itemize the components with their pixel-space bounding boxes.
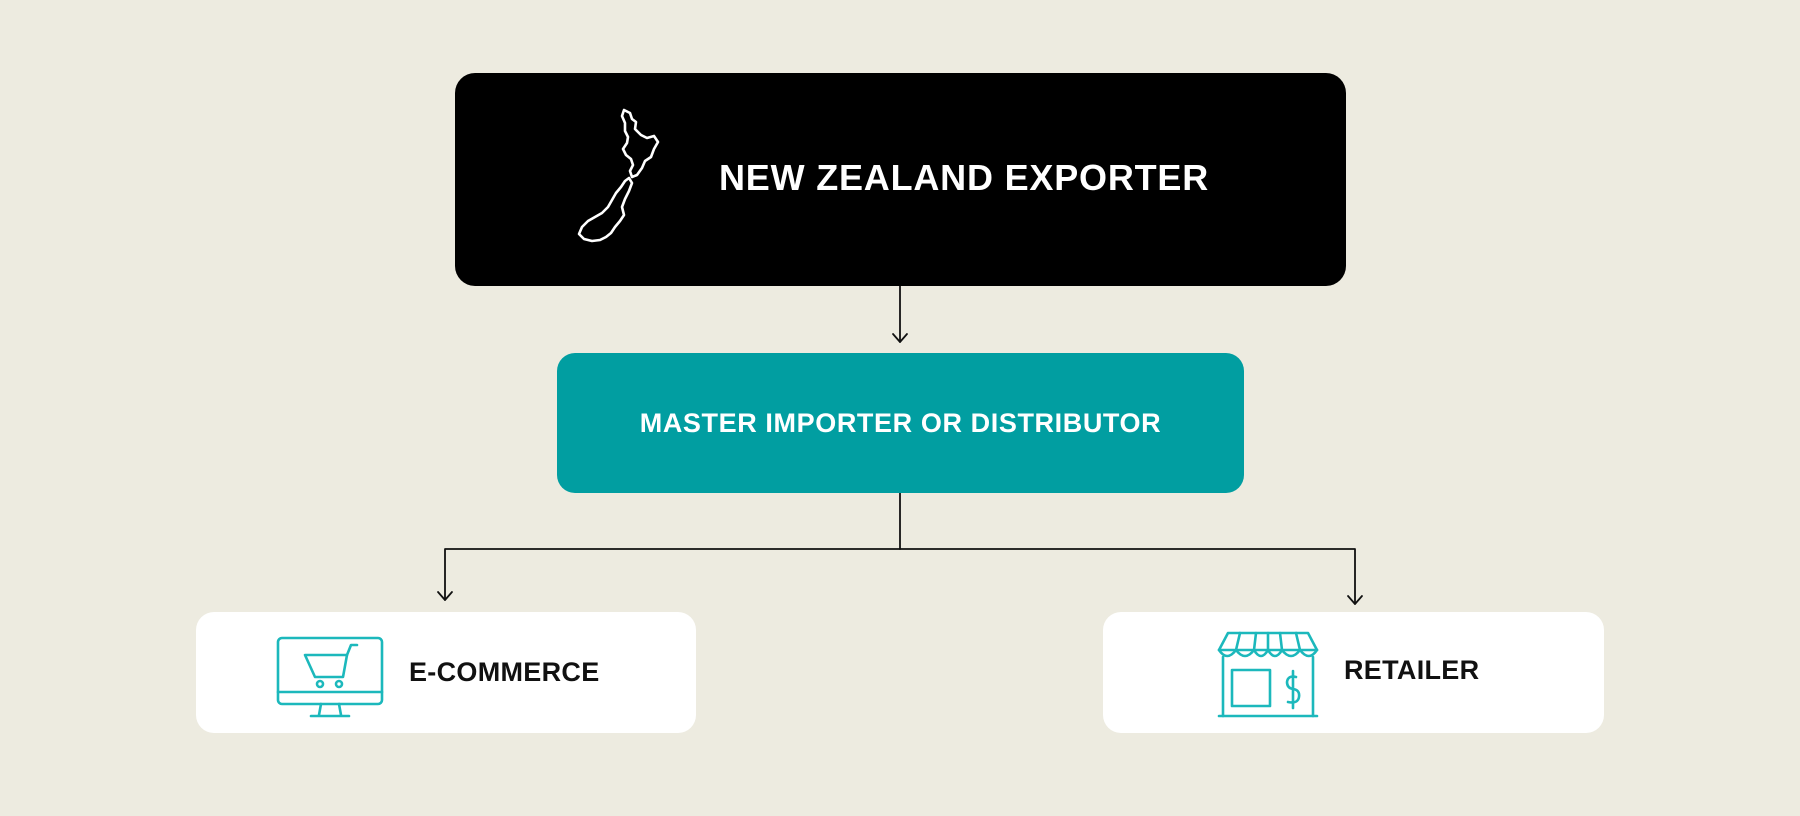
retailer-node: RETAILER bbox=[1103, 612, 1604, 733]
ecommerce-node: E-COMMERCE bbox=[196, 612, 696, 733]
distributor-node: MASTER IMPORTER OR DISTRIBUTOR bbox=[557, 353, 1244, 493]
arrowhead-distributor bbox=[892, 333, 908, 343]
edge-distributor-to-retailer bbox=[899, 548, 1356, 605]
exporter-label: NEW ZEALAND EXPORTER bbox=[719, 157, 1210, 198]
computer-cart-icon bbox=[276, 636, 384, 718]
new-zealand-map-icon bbox=[577, 108, 660, 243]
distributor-label: MASTER IMPORTER OR DISTRIBUTOR bbox=[639, 407, 1162, 438]
storefront-dollar-icon bbox=[1217, 631, 1319, 718]
arrowhead-retailer bbox=[1347, 595, 1363, 605]
ecommerce-label: E-COMMERCE bbox=[409, 657, 600, 687]
edge-distributor-to-ecommerce bbox=[444, 548, 901, 601]
retailer-label: RETAILER bbox=[1344, 655, 1480, 685]
arrowhead-ecommerce bbox=[437, 591, 453, 601]
exporter-node: NEW ZEALAND EXPORTER bbox=[455, 73, 1346, 286]
